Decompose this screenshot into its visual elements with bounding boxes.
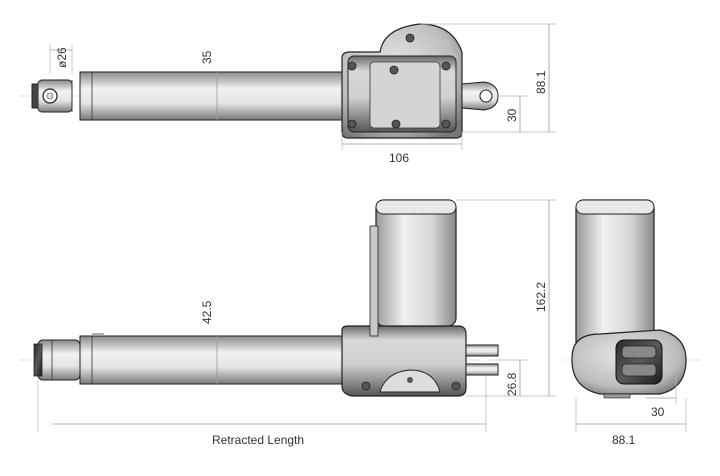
side-motor xyxy=(369,199,457,337)
side-rod-end xyxy=(33,339,81,381)
top-rear-eye xyxy=(461,81,499,111)
front-housing xyxy=(571,329,687,399)
label-rod-height-side: 42.5 xyxy=(200,300,214,324)
label-top-height: 88.1 xyxy=(534,70,548,94)
label-front-eye-offset: 30 xyxy=(651,405,665,419)
label-clevis-offset: 26.8 xyxy=(505,372,519,396)
label-rod-diameter: ø26 xyxy=(55,47,69,68)
label-total-height: 162.2 xyxy=(534,282,548,312)
side-gearbox xyxy=(341,325,467,397)
top-housing xyxy=(341,23,463,139)
label-front-width: 88.1 xyxy=(612,433,636,447)
top-tube xyxy=(79,71,343,121)
side-clevis xyxy=(465,344,499,376)
label-retracted-length: Retracted Length xyxy=(212,433,304,447)
front-view: 30 88.1 xyxy=(566,199,700,447)
label-top-eye-offset: 30 xyxy=(505,108,519,122)
top-rod-end xyxy=(31,79,73,113)
label-top-width: 106 xyxy=(389,151,409,165)
label-rod-height-top: 35 xyxy=(200,50,214,64)
top-view: ø26 35 88.1 30 106 xyxy=(20,23,556,165)
side-tube xyxy=(79,335,343,385)
front-motor xyxy=(575,199,655,351)
side-view: 42.5 162.2 26.8 Retracted Length xyxy=(20,199,556,447)
